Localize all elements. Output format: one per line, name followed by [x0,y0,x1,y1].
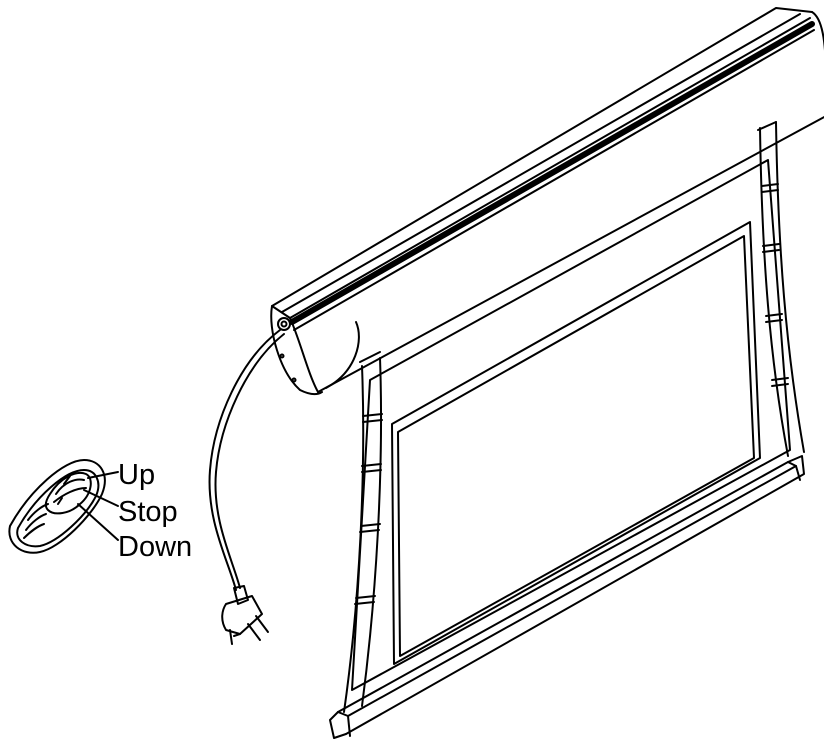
up-button-label: Up [118,459,155,491]
right-tension-cord [759,121,805,457]
leader-line-stop [83,489,119,507]
screen-assembly [329,121,805,739]
leader-line-up [87,471,119,479]
leader-line-down [77,503,119,541]
remote-control-icon [8,459,119,554]
bottom-weight-bar [329,455,805,739]
roller-housing [270,7,824,396]
viewing-area [391,221,761,665]
down-button-label: Down [118,531,192,563]
stop-button-label: Stop [118,496,178,528]
left-tension-cord [343,357,383,713]
screen-fabric-edge [351,159,791,691]
power-plug-icon [221,585,269,645]
power-cable [208,329,285,591]
